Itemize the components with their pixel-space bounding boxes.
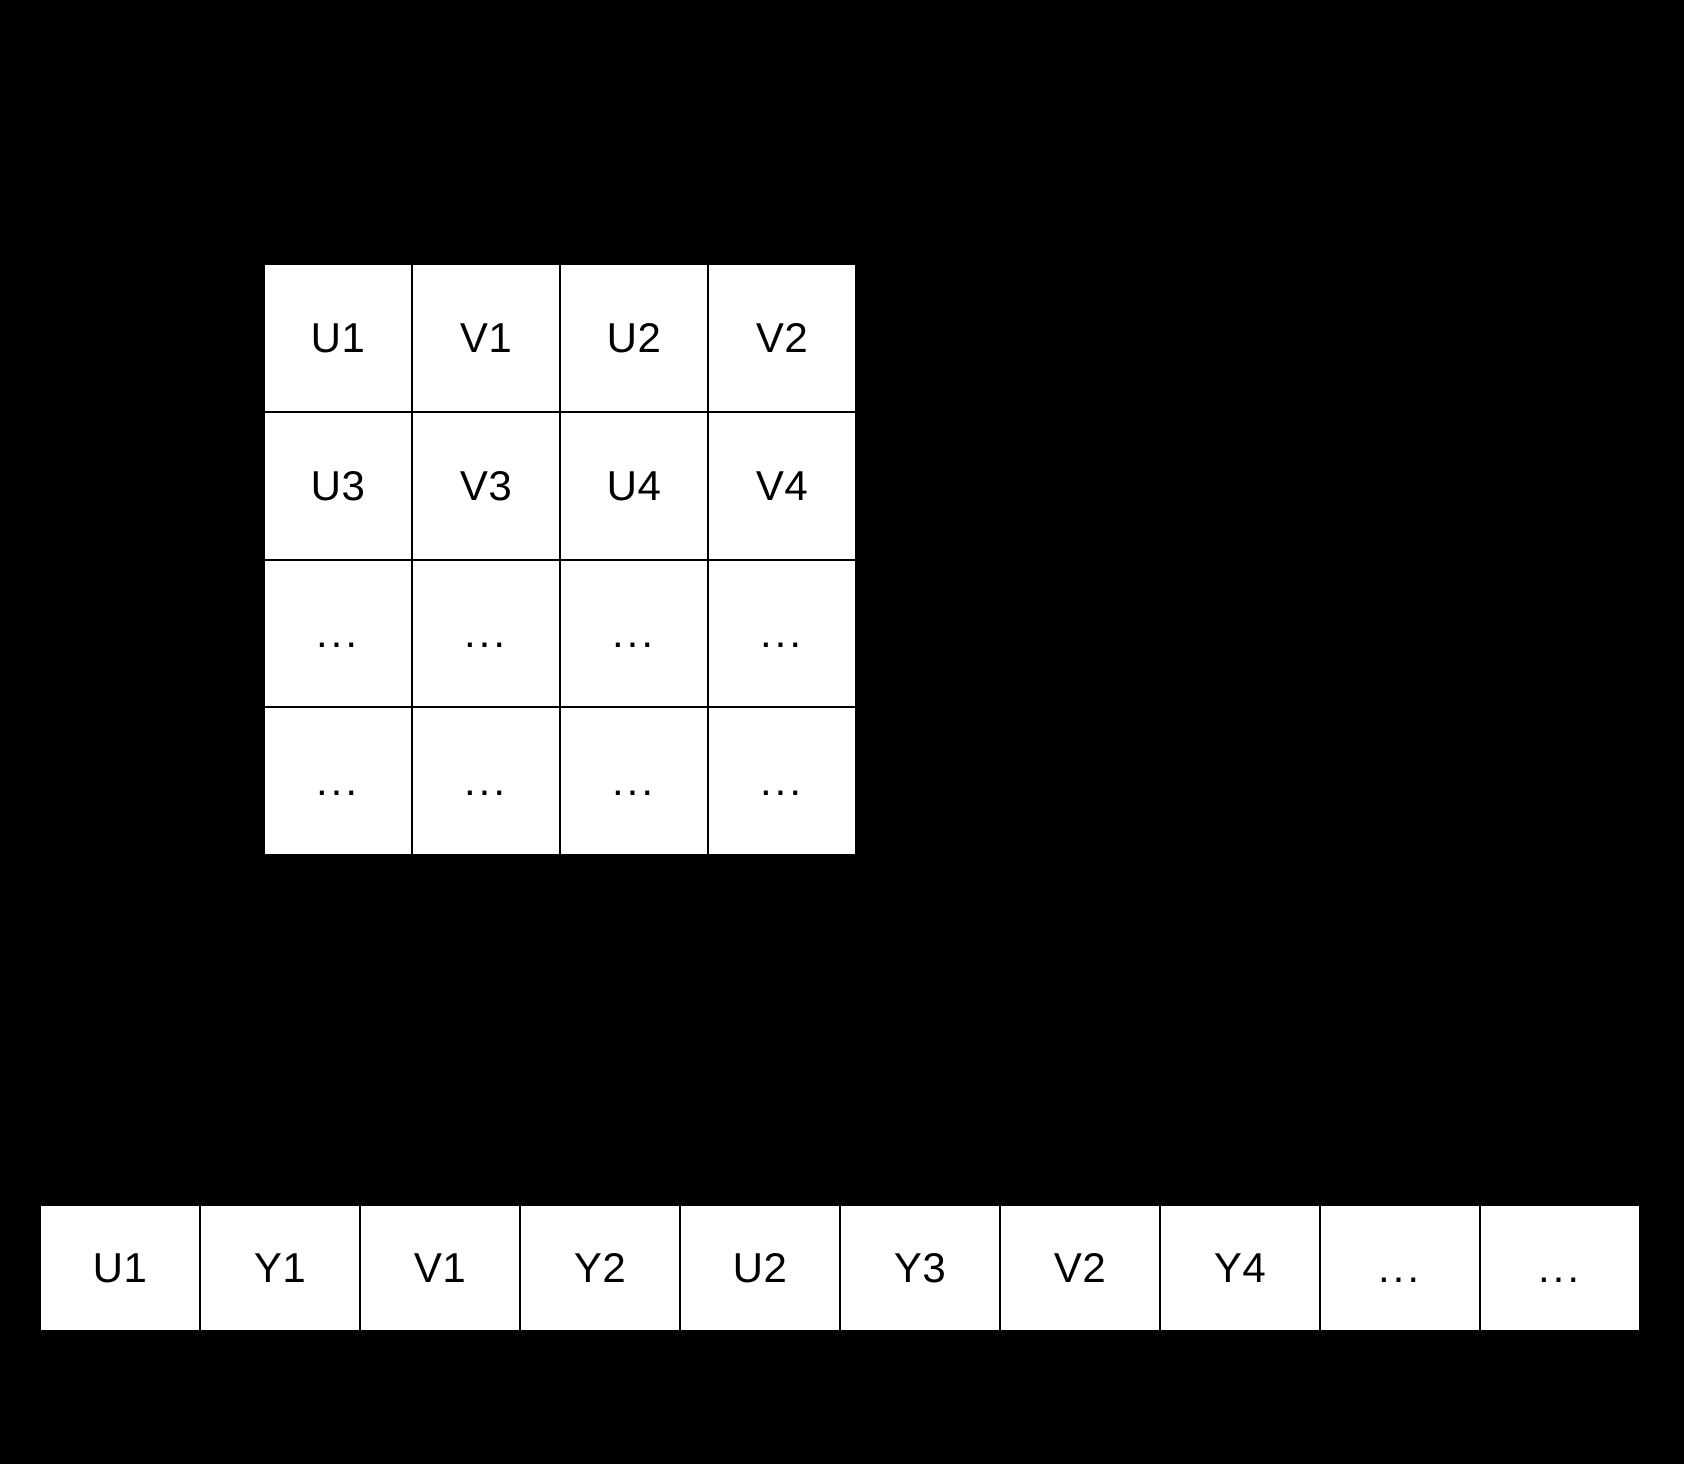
sequence-cell-3: V1 [359,1204,521,1332]
matrix-cell-r3c1: ... [263,558,413,709]
matrix-cell-r2c2: V3 [411,410,561,561]
matrix-cell-r2c4: V4 [707,410,857,561]
matrix-cell-r3c3: ... [559,558,709,709]
matrix-cell-r3c4: ... [707,558,857,709]
matrix-cell-r1c2: V1 [411,263,561,413]
matrix-cell-r1c4: V2 [707,263,857,413]
matrix-cell-r2c1: U3 [263,410,413,561]
matrix-cell-r1c3: U2 [559,263,709,413]
matrix-cell-r4c3: ... [559,706,709,856]
sequence-cell-4: Y2 [519,1204,681,1332]
matrix-cell-r4c1: ... [263,706,413,856]
matrix-cell-r4c4: ... [707,706,857,856]
sequence-cell-1: U1 [39,1204,201,1332]
sequence-cell-9: ... [1319,1204,1481,1332]
matrix-cell-r4c2: ... [411,706,561,856]
sequence-cell-7: V2 [999,1204,1161,1332]
sequence-cell-8: Y4 [1159,1204,1321,1332]
sequence-cell-10: ... [1479,1204,1641,1332]
matrix-cell-r3c2: ... [411,558,561,709]
sequence-cell-5: U2 [679,1204,841,1332]
matrix-cell-r2c3: U4 [559,410,709,561]
sequence-strip: U1 Y1 V1 Y2 U2 Y3 V2 Y4 ... ... [39,1204,1641,1332]
sequence-cell-6: Y3 [839,1204,1001,1332]
matrix-grid: U1 V1 U2 V2 U3 V3 U4 V4 ... ... ... ... … [263,263,857,856]
sequence-cell-2: Y1 [199,1204,361,1332]
matrix-cell-r1c1: U1 [263,263,413,413]
